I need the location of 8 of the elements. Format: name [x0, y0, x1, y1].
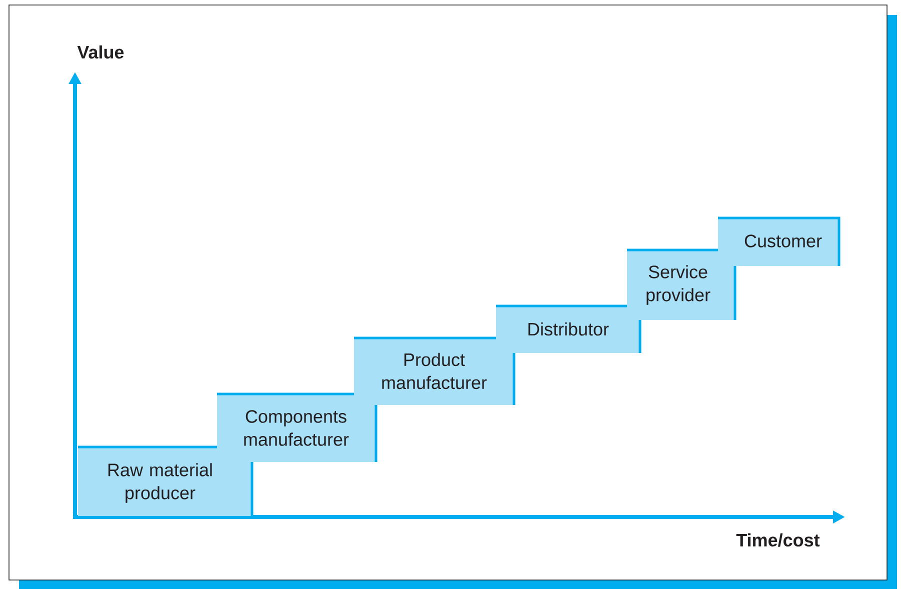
axis-label: Value: [77, 45, 124, 59]
step-box: Components manufacturer: [217, 392, 378, 462]
step-box: Raw material producer: [78, 446, 254, 516]
step-box: Product manufacturer: [354, 336, 516, 405]
axis-label: Time/cost: [736, 533, 820, 547]
step-box: Customer: [718, 216, 840, 266]
step-box: Service provider: [627, 248, 736, 320]
step-box: Distributor: [496, 304, 642, 353]
